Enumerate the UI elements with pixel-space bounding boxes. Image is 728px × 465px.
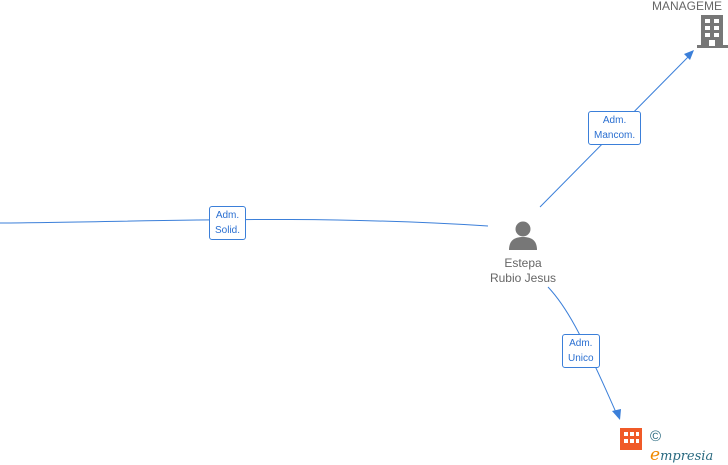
empresia-logo: © empresia	[650, 428, 728, 465]
person-icon[interactable]	[508, 221, 538, 250]
person-name-line1: Estepa	[504, 256, 542, 270]
building-icon[interactable]	[620, 428, 642, 450]
logo-e: e	[650, 445, 661, 465]
edge-adm-unico	[547, 286, 619, 418]
edge-label-line: Unico	[568, 353, 594, 364]
edges-layer	[0, 50, 694, 420]
logo-rest: mpresia	[660, 449, 714, 464]
edge-label-line: Adm.	[602, 115, 627, 126]
edge-label-line: Mancom.	[594, 130, 636, 141]
person-label[interactable]: Estepa Rubio Jesus	[463, 256, 583, 286]
edge-label-adm-unico[interactable]: Adm. Unico	[562, 334, 600, 368]
edge-label-line: Adm.	[215, 210, 240, 221]
company-top-label[interactable]: MANAGEME	[652, 0, 723, 13]
edge-label-line: Solid.	[215, 225, 241, 236]
edge-label-line: Adm.	[569, 338, 593, 349]
arrow-head	[612, 409, 621, 420]
copyright-symbol: ©	[650, 428, 662, 445]
arrow-head	[684, 50, 694, 60]
edge-label-adm-mancom[interactable]: Adm. Mancom.	[588, 111, 642, 145]
building-icon[interactable]	[697, 15, 728, 48]
person-name-line2: Rubio Jesus	[489, 271, 557, 285]
edge-label-adm-solid[interactable]: Adm. Solid.	[209, 206, 247, 240]
